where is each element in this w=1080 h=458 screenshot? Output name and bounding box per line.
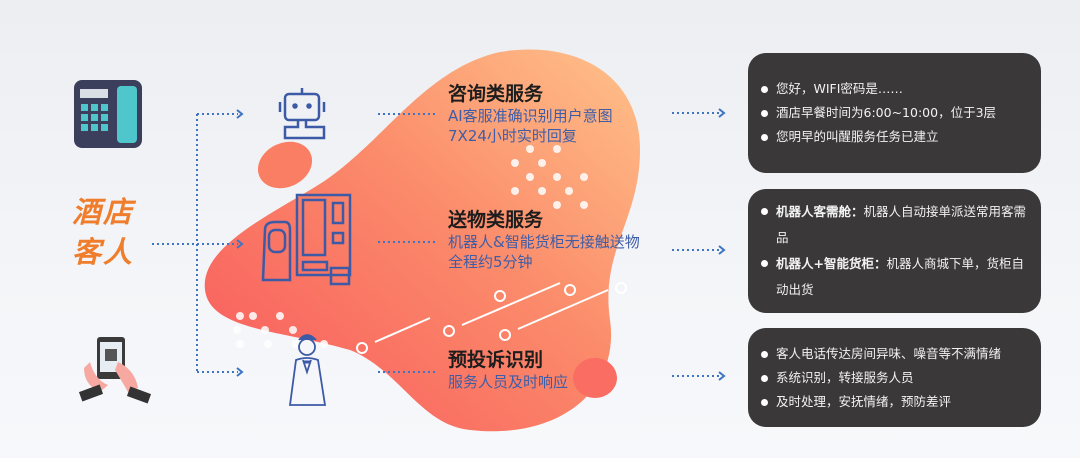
card-item: 及时处理，安抚情绪，预防差评 — [760, 390, 1027, 414]
hotel-guest-label: 酒店 客人 — [72, 192, 134, 272]
service-line: 全程约5分钟 — [448, 253, 533, 271]
small-blob — [257, 141, 313, 189]
phone-icon — [74, 80, 142, 148]
service-line: 7X24小时实时回复 — [448, 127, 577, 145]
card-item: 您明早的叫醒服务任务已建立 — [760, 125, 1027, 149]
qr-scan-hand-icon — [78, 337, 152, 404]
card-complaint: 客人电话传达房间异味、噪音等不满情绪 系统识别，转接服务人员 及时处理，安抚情绪… — [748, 328, 1041, 427]
waiter-icon — [288, 334, 327, 406]
service-title: 送物类服务 — [448, 209, 544, 231]
card-item: 您好，WIFI密码是…… — [760, 77, 1027, 101]
service-consult: 咨询类服务 AI客服准确识别用户意图 7X24小时实时回复 — [448, 82, 613, 146]
card-item: 酒店早餐时间为6:00~10:00，位于3层 — [760, 101, 1027, 125]
service-delivery: 送物类服务 机器人&智能货柜无接触送物 全程约5分钟 — [448, 208, 640, 272]
card-delivery: 机器人客需舱：机器人自动接单派送常用客需品 机器人+智能货柜：机器人商城下单，货… — [748, 189, 1041, 313]
service-line: 服务人员及时响应 — [448, 373, 569, 391]
card-item-text: 机器人商城下单，货柜自动出货 — [776, 256, 1024, 297]
bottom-blob — [573, 358, 617, 398]
arrow-heads — [236, 108, 726, 381]
service-line: AI客服准确识别用户意图 — [448, 107, 613, 125]
card-item: 机器人客需舱：机器人自动接单派送常用客需品 — [760, 199, 1027, 251]
robot-icon — [278, 88, 326, 140]
dot-pattern — [233, 145, 588, 348]
card-item-bold: 机器人+智能货柜： — [776, 256, 887, 271]
service-line: 机器人&智能货柜无接触送物 — [448, 233, 640, 251]
card-item: 机器人+智能货柜：机器人商城下单，货柜自动出货 — [760, 251, 1027, 303]
guest-label-line2: 客人 — [72, 235, 135, 269]
card-item: 客人电话传达房间异味、噪音等不满情绪 — [760, 342, 1027, 366]
service-title: 咨询类服务 — [448, 83, 544, 105]
connector-lines — [152, 112, 720, 377]
card-item-text: 机器人自动接单派送常用客需品 — [776, 204, 1027, 245]
guest-label-line1: 酒店 — [72, 195, 135, 229]
card-item-bold: 机器人客需舱： — [776, 204, 864, 219]
smart-cabinet-robot-icon — [261, 193, 352, 286]
service-complaint: 预投诉识别 服务人员及时响应 — [448, 348, 568, 392]
card-item: 系统识别，转接服务人员 — [760, 366, 1027, 390]
line-circle-decor — [356, 282, 627, 354]
card-consult: 您好，WIFI密码是…… 酒店早餐时间为6:00~10:00，位于3层 您明早的… — [748, 53, 1041, 173]
service-title: 预投诉识别 — [448, 349, 544, 371]
orange-blob — [204, 49, 640, 432]
